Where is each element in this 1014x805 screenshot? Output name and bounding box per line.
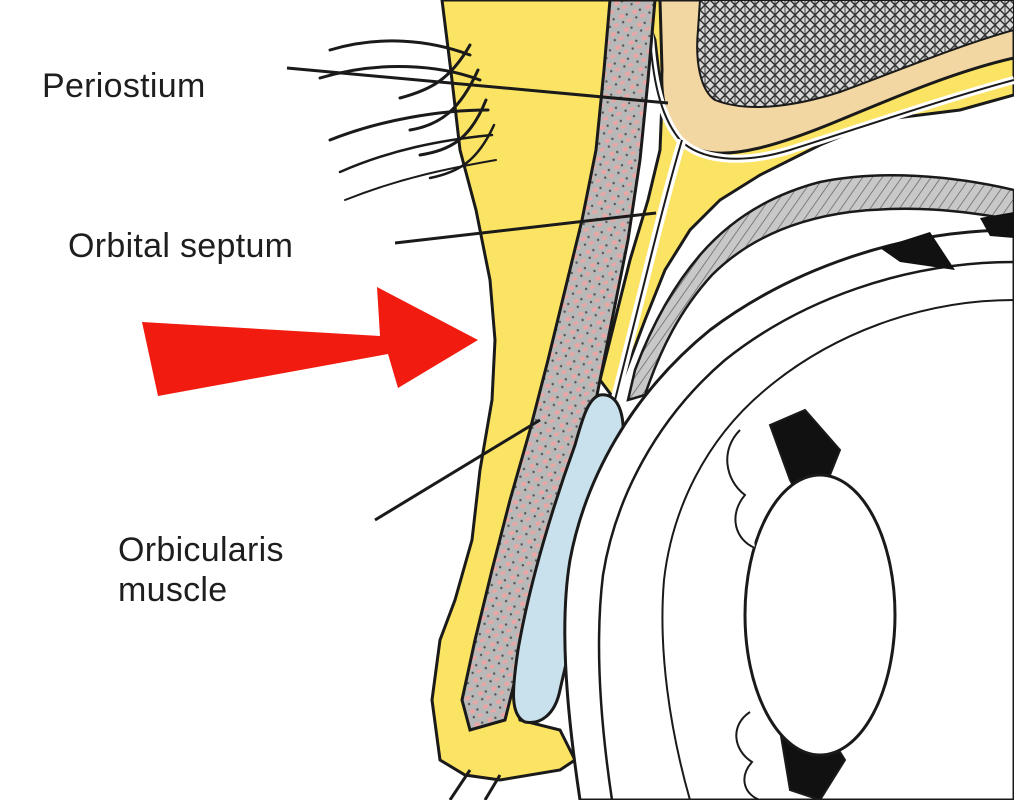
periostium-label: Periostium [42,67,206,105]
orbital-septum-outline [609,139,683,421]
lower-lashes [448,769,502,801]
eyelashes-icon [318,39,497,201]
globe-inner-layer [597,260,1014,801]
periostium-leader-line [286,66,669,105]
cornea-line [661,299,1014,801]
fornix-right [980,212,1014,238]
periosteum-outline [647,0,1014,160]
orbicularis-muscle-label: Orbicularis muscle [118,530,284,610]
orbital-septum-label: Orbital septum [68,227,294,265]
iris-folds-upper [726,429,756,549]
trabecular-bone [696,0,1014,108]
conjunctival-fornix [880,232,955,270]
orbicularis-muscle-strip [460,0,657,732]
lens [743,473,897,757]
orbicularis-label-line1: Orbicularis [118,531,284,569]
red-arrow-icon [142,287,478,396]
levator-aponeurosis [626,174,1014,402]
orbicularis-label-line2: muscle [118,571,228,609]
orbital-septum-leader-line [394,211,657,245]
orbicularis-leader-line [374,418,541,522]
iris-folds-lower [735,711,761,801]
